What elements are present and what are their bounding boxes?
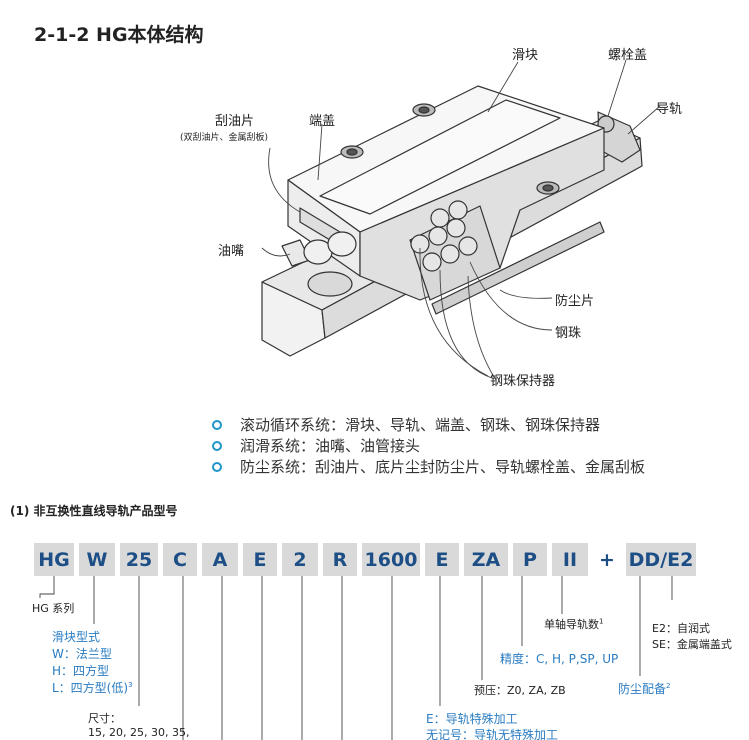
note-block-type-h: H：四方型: [52, 664, 110, 678]
leader-end-cap: [317, 123, 323, 181]
code-part: A: [202, 543, 238, 576]
list-item: 防尘系统：刮油片、底片尘封防尘片、导轨螺栓盖、金属刮板: [212, 456, 645, 477]
label-grease-nipple: 油嘴: [218, 244, 245, 259]
code-part: 25: [120, 543, 158, 576]
note-series: HG 系列: [32, 602, 75, 615]
leader-retainer-2: [439, 269, 493, 379]
note-dust-option: 防尘配备2: [618, 682, 671, 696]
top-bolt-holes: [340, 103, 560, 195]
bullet-icon: [212, 461, 222, 472]
leader-rail: [627, 105, 661, 135]
code-part: HG: [34, 543, 74, 576]
code-part: C: [163, 543, 197, 576]
grease-nipple: [281, 231, 357, 297]
code-part: DD/E2: [626, 543, 696, 576]
systems-list: 滚动循环系统：滑块、导轨、端盖、钢珠、钢珠保持器 润滑系统：油嘴、油管接头 防尘…: [212, 414, 645, 477]
model-code-bar: HG W 25 C A E 2 R 1600 E ZA P II + DD/E2: [34, 543, 696, 576]
label-rail: 导轨: [656, 102, 683, 117]
leader-dust-seal: [499, 289, 553, 299]
leader-scraper: [268, 147, 301, 213]
list-item: 滚动循环系统：滑块、导轨、端盖、钢珠、钢珠保持器: [212, 414, 645, 435]
note-size-values: 15, 20, 25, 30, 35,: [88, 726, 190, 739]
steel-balls: [410, 200, 478, 272]
code-connector-lines: [39, 576, 673, 740]
note-block-type-title: 滑块型式: [52, 630, 101, 644]
note-preload: 预压：Z0, ZA, ZB: [474, 684, 566, 697]
leader-retainer-1: [419, 247, 489, 377]
section-title: (1) 非互换性直线导轨产品型号: [10, 504, 178, 518]
code-plus: +: [588, 543, 626, 576]
bullet-icon: [212, 440, 222, 451]
code-part: E: [425, 543, 459, 576]
note-e2: E2：自润式: [652, 622, 710, 635]
label-ball: 钢珠: [555, 326, 582, 341]
note-block-type-w: W：法兰型: [52, 647, 112, 661]
code-part: R: [323, 543, 357, 576]
label-scraper: 刮油片: [215, 114, 255, 129]
note-size-title: 尺寸：: [88, 712, 121, 725]
code-part: 1600: [362, 543, 420, 576]
list-item: 润滑系统：油嘴、油管接头: [212, 435, 645, 456]
label-retainer: 钢珠保持器: [490, 374, 556, 389]
label-dust-seal: 防尘片: [555, 294, 595, 309]
note-rail-none: 无记号：导轨无特殊加工: [426, 728, 559, 740]
leader-slider: [487, 61, 519, 113]
code-part: E: [243, 543, 277, 576]
dust-seal-strip: [431, 221, 605, 315]
guide-block-illustration: [261, 59, 661, 381]
leader-grease: [261, 247, 291, 257]
page-title: 2-1-2 HG本体结构: [34, 24, 204, 46]
slider-ridge: [319, 99, 561, 215]
bullet-icon: [212, 419, 222, 430]
code-part: P: [513, 543, 547, 576]
note-block-type-l: L：四方型(低)3: [52, 681, 133, 695]
leader-bolt-cap: [607, 59, 627, 117]
note-rails-per-axis: 单轴导轨数1: [544, 617, 604, 631]
label-slider: 滑块: [512, 48, 539, 63]
code-part: ZA: [464, 543, 508, 576]
note-precision: 精度：C, H, P,SP, UP: [500, 652, 619, 666]
note-rail-special: E：导轨特殊加工: [426, 712, 518, 726]
code-part: W: [79, 543, 115, 576]
label-bolt-cap: 螺栓盖: [608, 48, 648, 63]
leader-retainer-3: [467, 275, 497, 381]
leader-ball: [469, 261, 553, 331]
label-end-cap: 端盖: [309, 114, 336, 129]
label-scraper-note: (双刮油片、金属刮板): [180, 133, 269, 143]
code-part: 2: [282, 543, 318, 576]
note-se: SE：金属端盖式: [652, 638, 732, 651]
code-part: II: [552, 543, 588, 576]
